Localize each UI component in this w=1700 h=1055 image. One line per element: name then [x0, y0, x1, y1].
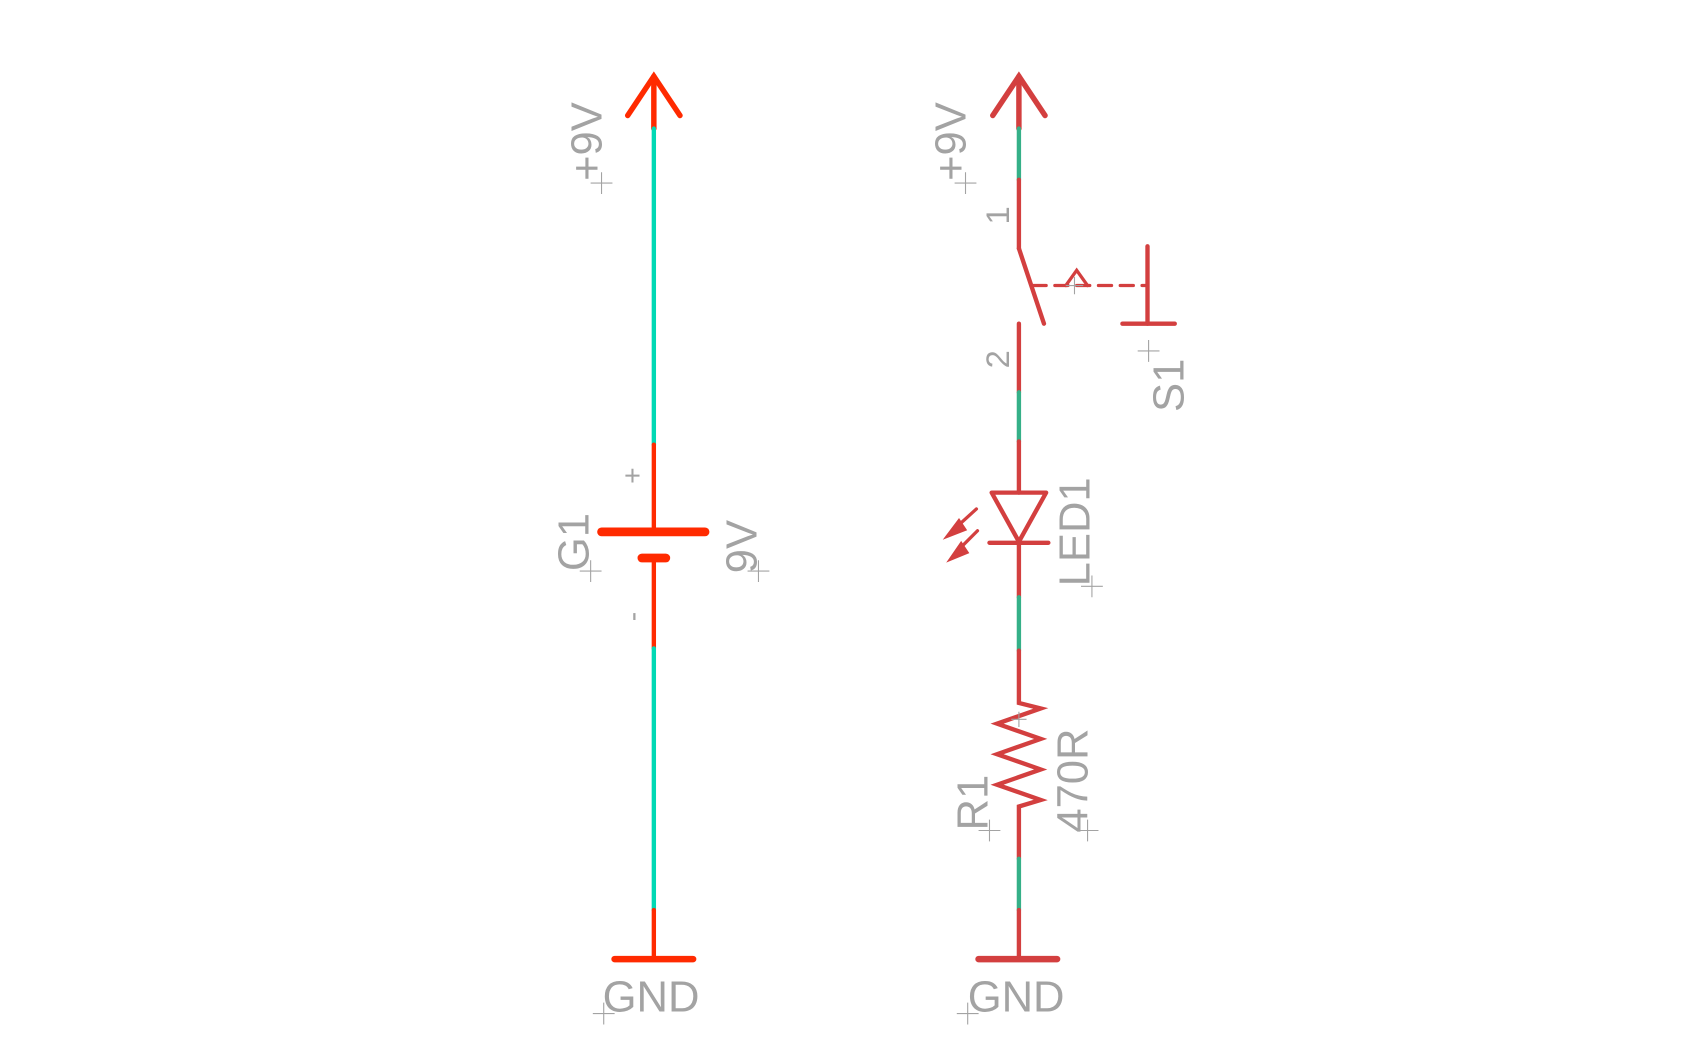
battery-minus-mark: - [617, 612, 649, 621]
supply-label: +9V [928, 102, 976, 181]
switch-name-label: S1 [1145, 359, 1193, 412]
switch-pin2-label: 2 [979, 350, 1016, 368]
switch-pin1-label: 1 [979, 206, 1016, 224]
battery-circuit: +9V G1 9V + - GND [550, 71, 766, 1021]
led-name-label: LED1 [1052, 477, 1100, 586]
ground-label: GND [603, 973, 700, 1021]
resistor-name-label: R1 [949, 775, 997, 831]
origin-markers [579, 172, 1160, 1025]
ground-symbol[interactable] [975, 907, 1061, 963]
pushbutton-switch-symbol[interactable] [1016, 177, 1177, 395]
resistor-value-label: 470R [1050, 728, 1098, 832]
ground-symbol[interactable] [611, 907, 697, 963]
resistor-symbol[interactable] [990, 648, 1049, 862]
battery-plus-mark: + [617, 467, 649, 484]
led-symbol[interactable] [942, 439, 1051, 600]
battery-value-label: 9V [718, 520, 766, 573]
supply-label: +9V [564, 102, 612, 181]
supply-arrow-symbol[interactable] [624, 71, 683, 132]
battery-symbol[interactable] [597, 442, 710, 651]
led-circuit: +9V 1 2 S1 LED1 R1 470R GND [928, 71, 1193, 1021]
ground-label: GND [968, 973, 1065, 1021]
supply-arrow-symbol[interactable] [990, 71, 1048, 132]
battery-name-label: G1 [550, 513, 598, 571]
